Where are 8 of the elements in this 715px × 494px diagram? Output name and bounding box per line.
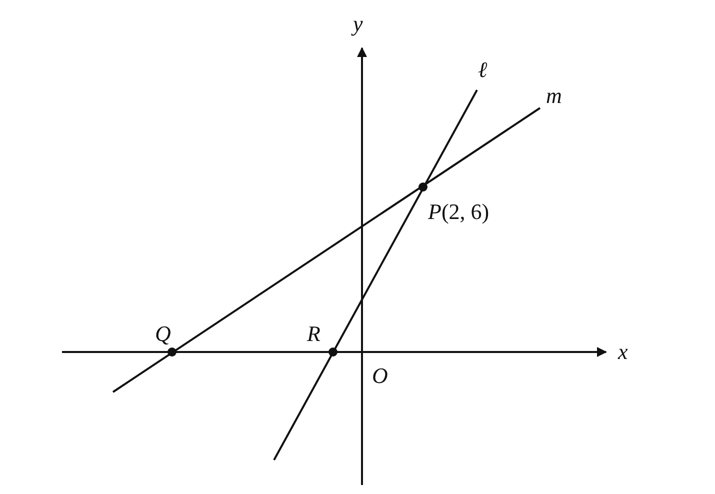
line-label: m (546, 84, 562, 108)
point-label: Q (155, 322, 171, 346)
axis-label: x (618, 340, 628, 364)
origin-label: O (372, 364, 388, 388)
point-label: P(2, 6) (428, 200, 490, 224)
line-label: ℓ (478, 58, 488, 82)
point-label: R (307, 322, 320, 346)
axis-label: y (353, 12, 363, 36)
